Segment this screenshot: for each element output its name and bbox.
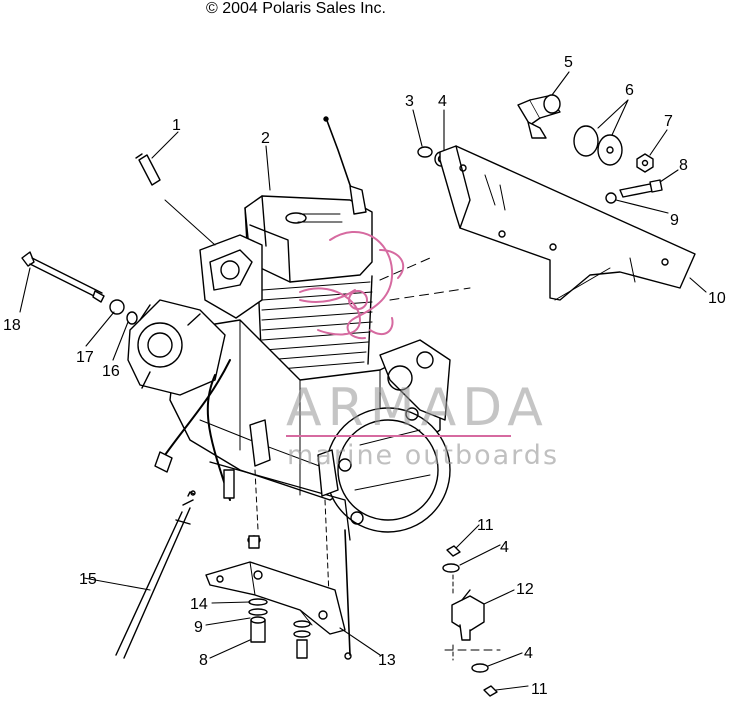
- part-bolt-8-upper: [605, 179, 663, 204]
- part-washer-16: [126, 311, 138, 325]
- callout-5: 5: [564, 54, 573, 71]
- part-bracket-10: [439, 145, 696, 301]
- callout-15: 15: [79, 571, 97, 588]
- callout-8: 8: [679, 157, 688, 174]
- callout-labels: 1 2 3 4 5 6 7 8 9 10 11 4 12 4 11 13 14 …: [3, 54, 726, 698]
- callout-16: 16: [102, 363, 120, 380]
- watermark-figure: [299, 230, 405, 340]
- part-spacers-6: [573, 125, 623, 166]
- part-lower-right-mount: [442, 545, 498, 697]
- callout-2: 2: [261, 130, 270, 147]
- callout-1: 1: [172, 117, 181, 134]
- part-spark-plug: [135, 153, 216, 246]
- callout-4: 4: [438, 93, 447, 110]
- callout-13: 13: [378, 652, 396, 669]
- callout-17: 17: [76, 349, 94, 366]
- callout-9: 9: [670, 212, 679, 229]
- callout-8-lower: 8: [199, 652, 208, 669]
- part-lower-bracket-13: [205, 561, 346, 635]
- leader-lines: [19, 71, 707, 691]
- callout-18: 18: [3, 317, 21, 334]
- callout-7: 7: [664, 113, 673, 130]
- watermark-tagline: marine outboards: [287, 440, 560, 471]
- callout-6: 6: [625, 82, 634, 99]
- watermark-underline: [286, 435, 511, 437]
- part-nut-7: [636, 153, 654, 173]
- callout-3: 3: [405, 93, 414, 110]
- watermark-logo-text: ARMADA: [286, 378, 549, 438]
- copyright-notice: © 2004 Polaris Sales Inc.: [206, 0, 386, 17]
- callout-11: 11: [477, 517, 494, 534]
- callout-4-lower: 4: [500, 539, 509, 556]
- part-rod-15: [115, 490, 196, 659]
- part-washer-17: [109, 299, 125, 315]
- callout-9-lower: 9: [194, 619, 203, 636]
- part-lower-hardware: [247, 535, 311, 659]
- part-rubber-mount-5: [517, 94, 561, 139]
- callout-12: 12: [516, 581, 534, 598]
- part-washer-3: [417, 146, 433, 158]
- callout-11-bottom: 11: [531, 681, 548, 698]
- engine-assembly: [127, 116, 451, 660]
- callout-4-bottom: 4: [524, 645, 533, 662]
- callout-10: 10: [708, 290, 726, 307]
- part-long-bolt-18: [21, 251, 105, 303]
- callout-14: 14: [190, 596, 208, 613]
